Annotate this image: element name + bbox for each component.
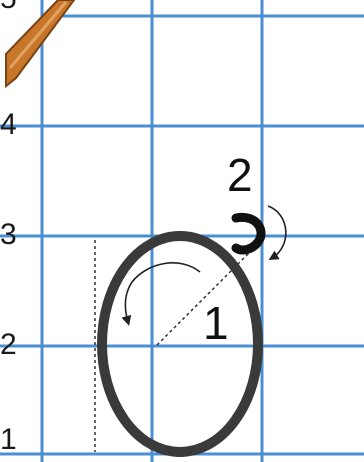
stroke-direction-arrow-2	[268, 206, 286, 258]
row-label-4: 4	[0, 110, 17, 140]
letter-o-stroke	[102, 236, 258, 452]
row-label-5: 5	[0, 0, 17, 14]
row-label-3: 3	[0, 220, 17, 250]
step-number-1: 1	[203, 300, 229, 346]
step-number-2: 2	[227, 152, 253, 198]
row-label-2: 2	[0, 330, 17, 360]
row-label-1: 1	[0, 425, 17, 455]
stroke-direction-arrow-1	[125, 263, 200, 322]
letter-hook-stroke	[236, 217, 261, 250]
